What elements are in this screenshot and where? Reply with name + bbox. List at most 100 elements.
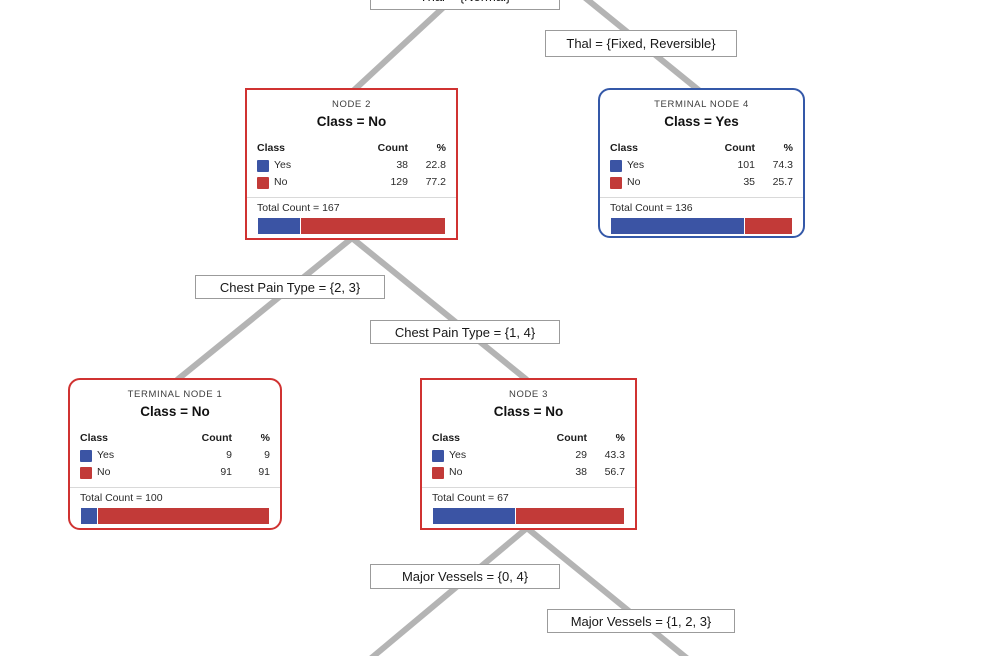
row-pct: 56.7 <box>604 466 625 478</box>
bar-segment-no <box>515 508 624 524</box>
table-row-no: No 91 91 <box>80 464 270 481</box>
row-label: Yes <box>449 449 467 461</box>
row-pct: 77.2 <box>425 176 446 188</box>
yes-color-swatch <box>432 449 444 462</box>
node-class-label: Class = No <box>493 404 564 419</box>
tree-terminal-node-4[interactable]: TERMINAL NODE 4 Class = Yes Class Count … <box>598 88 805 238</box>
table-row-no: No 129 77.2 <box>257 174 446 191</box>
header-pct: % <box>783 142 793 154</box>
no-color-swatch <box>432 466 444 479</box>
header-class: Class <box>610 142 639 154</box>
branch-label-chest-pain-1-4: Chest Pain Type = {1, 4} <box>370 320 560 344</box>
divider <box>70 487 280 488</box>
row-label: Yes <box>627 159 645 171</box>
class-distribution-bar <box>258 218 445 234</box>
class-table: Class Count % Yes 38 22.8 No 129 77.2 <box>257 141 446 191</box>
row-label: No <box>97 466 111 478</box>
row-pct: 25.7 <box>772 176 793 188</box>
bar-segment-no <box>97 508 269 524</box>
edge-node2-to-terminal1 <box>175 235 354 383</box>
table-row-no: No 35 25.7 <box>610 174 793 191</box>
row-label: No <box>274 176 288 188</box>
tree-node-2[interactable]: NODE 2 Class = No Class Count % Yes 38 2… <box>245 88 458 240</box>
total-count-label: Total Count = 100 <box>80 492 163 504</box>
node-class-label: Class = No <box>316 114 387 129</box>
header-pct: % <box>260 432 270 444</box>
table-row-yes: Yes 9 9 <box>80 447 270 464</box>
edge-node2-to-node3 <box>350 235 529 383</box>
divider <box>600 197 803 198</box>
total-count-label: Total Count = 67 <box>432 492 509 504</box>
node-class-label: Class = Yes <box>664 114 739 129</box>
no-color-swatch <box>257 176 269 189</box>
row-pct: 9 <box>264 449 270 461</box>
class-table: Class Count % Yes 101 74.3 No 35 25.7 <box>610 141 793 191</box>
header-count: Count <box>724 142 755 154</box>
header-class: Class <box>80 432 109 444</box>
branch-label-thal-normal: Thal = {Normal} <box>370 0 560 10</box>
row-count: 38 <box>396 159 408 171</box>
bar-segment-yes <box>433 508 516 524</box>
table-header-row: Class Count % <box>432 431 625 446</box>
node-title: NODE 3 <box>509 389 548 400</box>
table-row-yes: Yes 29 43.3 <box>432 447 625 464</box>
bar-segment-no <box>745 218 792 234</box>
row-label: Yes <box>274 159 292 171</box>
total-count-label: Total Count = 136 <box>610 202 693 214</box>
table-header-row: Class Count % <box>80 431 270 446</box>
divider <box>247 197 456 198</box>
branch-label-major-vessels-0-4: Major Vessels = {0, 4} <box>370 564 560 589</box>
tree-node-3[interactable]: NODE 3 Class = No Class Count % Yes 29 4… <box>420 378 637 530</box>
row-count: 29 <box>575 449 587 461</box>
bar-segment-yes <box>81 508 98 524</box>
edge-node3-to-right-child <box>525 525 689 656</box>
row-label: Yes <box>97 449 115 461</box>
row-count: 101 <box>737 159 755 171</box>
edge-root-to-node2 <box>349 0 456 95</box>
yes-color-swatch <box>257 159 269 172</box>
header-class: Class <box>432 432 461 444</box>
row-count: 38 <box>575 466 587 478</box>
row-pct: 91 <box>258 466 270 478</box>
divider <box>422 487 635 488</box>
bar-segment-no <box>300 218 445 234</box>
row-pct: 22.8 <box>425 159 446 171</box>
table-header-row: Class Count % <box>257 141 446 156</box>
node-title: TERMINAL NODE 4 <box>654 99 749 110</box>
header-count: Count <box>556 432 587 444</box>
table-row-yes: Yes 38 22.8 <box>257 157 446 174</box>
header-pct: % <box>615 432 625 444</box>
table-header-row: Class Count % <box>610 141 793 156</box>
branch-label-thal-fixed-reversible: Thal = {Fixed, Reversible} <box>545 30 737 57</box>
branch-label-chest-pain-2-3: Chest Pain Type = {2, 3} <box>195 275 385 299</box>
row-label: No <box>449 466 463 478</box>
node-title: TERMINAL NODE 1 <box>127 389 223 400</box>
class-distribution-bar <box>433 508 624 524</box>
yes-color-swatch <box>80 449 92 462</box>
bar-segment-yes <box>258 218 301 234</box>
total-count-label: Total Count = 167 <box>257 202 340 214</box>
row-pct: 74.3 <box>772 159 793 171</box>
no-color-swatch <box>80 466 92 479</box>
bar-segment-yes <box>611 218 746 234</box>
row-count: 129 <box>390 176 408 188</box>
header-class: Class <box>257 142 286 154</box>
header-count: Count <box>201 432 232 444</box>
edge-node3-to-left-child <box>369 525 529 656</box>
header-count: Count <box>377 142 408 154</box>
class-distribution-bar <box>611 218 792 234</box>
no-color-swatch <box>610 176 622 189</box>
node-class-label: Class = No <box>140 404 210 419</box>
row-label: No <box>627 176 641 188</box>
table-row-yes: Yes 101 74.3 <box>610 157 793 174</box>
tree-terminal-node-1[interactable]: TERMINAL NODE 1 Class = No Class Count %… <box>68 378 282 530</box>
row-count: 91 <box>220 466 232 478</box>
table-row-no: No 38 56.7 <box>432 464 625 481</box>
yes-color-swatch <box>610 159 622 172</box>
node-title: NODE 2 <box>332 99 371 110</box>
branch-label-major-vessels-1-2-3: Major Vessels = {1, 2, 3} <box>547 609 735 633</box>
class-table: Class Count % Yes 9 9 No 91 91 <box>80 431 270 481</box>
class-distribution-bar <box>81 508 269 524</box>
